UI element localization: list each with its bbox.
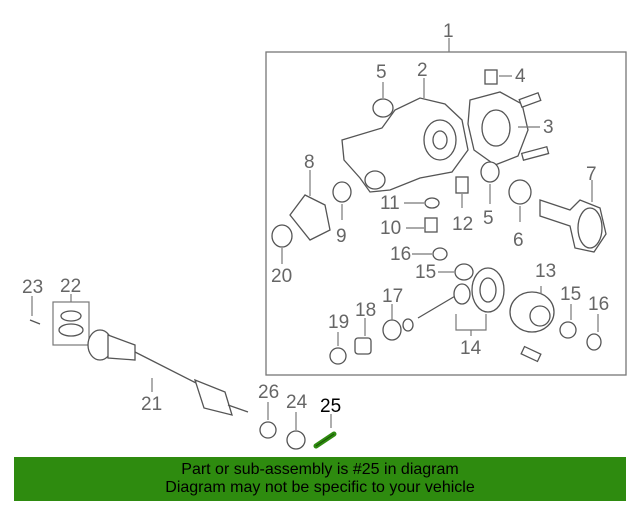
part-24-nut bbox=[286, 430, 306, 450]
callout-6: 6 bbox=[513, 230, 524, 251]
callout-15-right: 15 bbox=[560, 284, 581, 305]
part-15-bearing-2 bbox=[559, 321, 577, 339]
callout-5-right: 5 bbox=[483, 208, 494, 229]
callout-15-center: 15 bbox=[415, 262, 436, 283]
callout-10: 10 bbox=[380, 218, 401, 239]
callout-14: 14 bbox=[460, 338, 482, 359]
callout-17: 17 bbox=[382, 286, 403, 307]
part-16-washer-2 bbox=[586, 333, 602, 351]
callout-3: 3 bbox=[543, 117, 554, 138]
banner-line-2: Diagram may not be specific to your vehi… bbox=[165, 479, 475, 496]
part-11-oring bbox=[424, 197, 440, 209]
callout-24: 24 bbox=[286, 392, 308, 413]
part-10-plug bbox=[424, 217, 438, 233]
part-19-washer bbox=[329, 347, 347, 365]
part-26-nut bbox=[259, 421, 277, 439]
callout-19: 19 bbox=[328, 312, 349, 333]
callout-11: 11 bbox=[380, 193, 400, 214]
part-12-bolt bbox=[455, 176, 469, 194]
callout-20: 20 bbox=[271, 266, 292, 287]
part-8-bracket bbox=[289, 194, 331, 241]
part-21-axle-shaft bbox=[87, 329, 249, 416]
part-5-seal bbox=[372, 98, 394, 118]
part-16-washer bbox=[432, 247, 448, 261]
callout-12: 12 bbox=[452, 214, 473, 235]
assembly-box bbox=[265, 51, 627, 376]
part-14-ring-pinion bbox=[417, 267, 505, 319]
part-23-bolt bbox=[29, 319, 41, 325]
part-6-flange bbox=[508, 179, 532, 205]
part-15-bearing bbox=[454, 263, 474, 281]
part-9-seal bbox=[332, 181, 352, 203]
callout-16-right: 16 bbox=[588, 294, 609, 315]
part-17-bearing bbox=[382, 319, 402, 341]
part-13-diff-case bbox=[509, 291, 555, 333]
callout-9: 9 bbox=[336, 226, 347, 247]
part-4-breather bbox=[484, 69, 498, 85]
callout-16-center: 16 bbox=[390, 244, 411, 265]
callout-25: 25 bbox=[320, 396, 341, 417]
callout-18: 18 bbox=[355, 300, 376, 321]
banner-line-1: Part or sub-assembly is #25 in diagram bbox=[181, 461, 459, 478]
callout-7: 7 bbox=[586, 164, 597, 185]
part-5-seal-2 bbox=[480, 161, 500, 183]
callout-21: 21 bbox=[141, 394, 162, 415]
callout-4: 4 bbox=[515, 66, 526, 87]
info-banner: Part or sub-assembly is #25 in diagram D… bbox=[14, 457, 626, 501]
callout-2: 2 bbox=[417, 60, 428, 81]
callout-26: 26 bbox=[258, 382, 279, 403]
callout-22: 22 bbox=[60, 276, 81, 297]
part-20-bushing bbox=[271, 224, 293, 248]
callout-1: 1 bbox=[443, 21, 454, 42]
callout-8: 8 bbox=[304, 152, 315, 173]
callout-13: 13 bbox=[535, 261, 556, 282]
callout-5-top: 5 bbox=[376, 62, 387, 83]
part-18-spacer bbox=[354, 337, 372, 355]
callout-23: 23 bbox=[22, 277, 43, 298]
